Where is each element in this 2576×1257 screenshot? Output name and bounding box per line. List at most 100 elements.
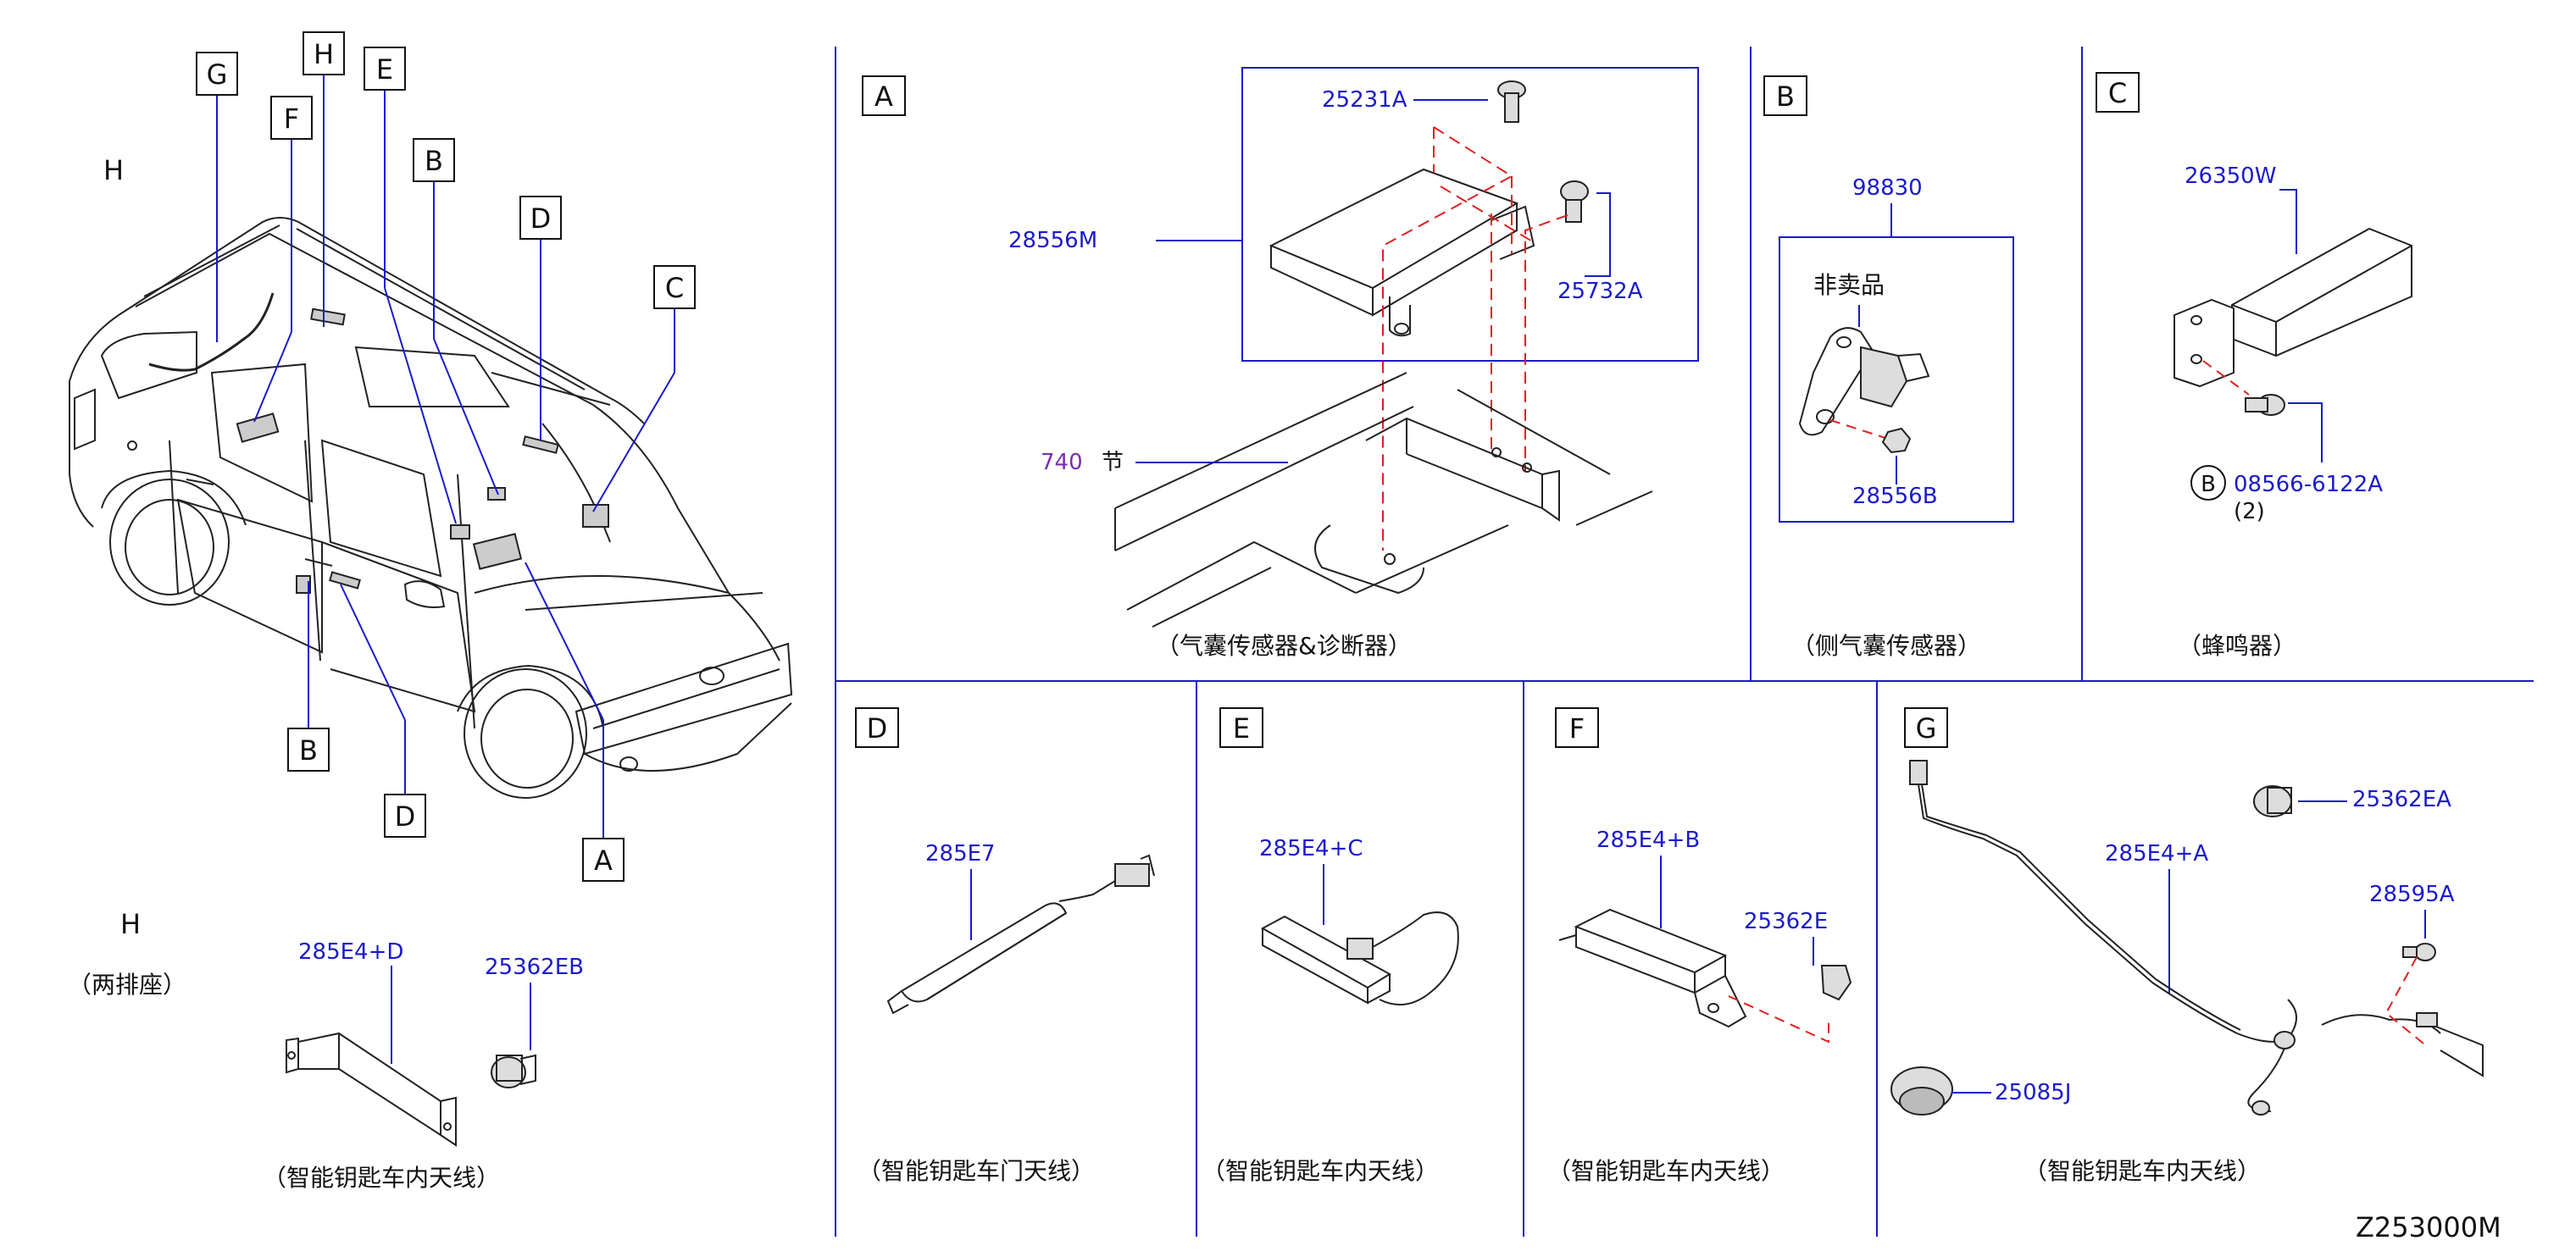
section-g-letter: G: [1916, 712, 1937, 745]
section-f-letter: F: [1569, 712, 1585, 745]
section-f-dashed-line: [1728, 995, 1829, 1044]
overview-callout-lines: [216, 75, 675, 852]
section-b-dashed-line: [1829, 419, 1889, 440]
part-08566-6122a: 08566-6122A: [2234, 472, 2383, 497]
component-markers: [236, 307, 609, 594]
buzzer-illustration: [2174, 227, 2412, 388]
callout-d-bottom: D: [395, 800, 416, 833]
airbag-ecu-illustration: [1269, 168, 1535, 337]
section-c-caption: （蜂鸣器）: [2178, 632, 2296, 660]
part-28556b: 28556B: [1852, 484, 1938, 509]
section-b-letter: B: [1776, 80, 1795, 113]
section-g-letter-box: [1904, 707, 1948, 748]
section-b-letter-box: [1763, 75, 1807, 116]
section-d-caption: （智能钥匙车门天线）: [858, 1157, 1095, 1185]
section-a-caption: （气囊传感器&诊断器）: [1156, 632, 1412, 660]
overview-callout-letters: G H E F B D C B D A: [207, 38, 685, 877]
part-98830: 98830: [1852, 175, 1923, 201]
part-28595a: 28595A: [2369, 882, 2455, 907]
clip-25362eb-illustration: [491, 1054, 536, 1088]
section-c: C 26350W B 08566-6122A (2) （蜂鸣器）: [2096, 72, 2412, 660]
section-b-detail-frame: [1779, 236, 2014, 523]
part-285e4-d: 285E4+D: [298, 939, 403, 965]
circled-ref-b: [2190, 465, 2226, 501]
section-b-caption: （侧气囊传感器）: [1791, 632, 1981, 660]
part-285e7: 285E7: [925, 841, 996, 867]
section-a: A 25231A 28556M 25732A: [862, 67, 1699, 660]
callout-b-top: B: [425, 145, 443, 177]
section-c-letter: C: [2108, 77, 2127, 109]
section-h-caption: （智能钥匙车内天线）: [263, 1164, 500, 1192]
section-a-detail-frame: [1241, 67, 1699, 362]
section-c-dashed-line: [2202, 360, 2250, 396]
grommet-25085j-illustration: [1890, 1066, 1953, 1116]
section-c-qty: (2): [2234, 499, 2265, 524]
section-d-letter-box: [855, 707, 899, 748]
clip-25362e-illustration: [1820, 965, 1852, 1001]
section-a-ref-num: 740: [1041, 450, 1083, 475]
section-e-letter-box: [1219, 707, 1263, 748]
callout-c: C: [665, 272, 684, 304]
bolt-08566-illustration: [2245, 394, 2285, 416]
section-f: F 285E4+B 25362E （智能钥匙车内天线）: [1547, 707, 1852, 1185]
section-a-ref-text: 节: [1102, 450, 1124, 475]
part-285e4-b: 285E4+B: [1596, 828, 1700, 853]
section-h-letter: H: [120, 908, 141, 940]
section-e: E 285E4+C （智能钥匙车内天线）: [1202, 707, 1459, 1185]
callout-b-bottom: B: [299, 734, 318, 767]
section-a-letter-box: [862, 75, 906, 116]
roof-harness-g-illustration: [1909, 760, 2484, 1116]
callout-a: A: [594, 844, 613, 877]
section-g: G 25362EA 285E4+A 28595A: [1890, 707, 2484, 1185]
section-g-dashed-line: [2384, 956, 2424, 1044]
part-25085j: 25085J: [1995, 1080, 2071, 1105]
section-c-letter-box: [2096, 72, 2140, 113]
section-a-letter: A: [874, 80, 893, 113]
vehicle-illustration: [69, 217, 793, 799]
alignment-dashed-lines: [1382, 126, 1568, 551]
part-25231a: 25231A: [1322, 87, 1407, 113]
part-25362eb: 25362EB: [485, 955, 584, 980]
circled-ref-b-letter: B: [2201, 472, 2216, 497]
section-e-caption: （智能钥匙车内天线）: [1202, 1157, 1439, 1185]
antenna-bracket-d-illustration: [286, 1032, 457, 1147]
cabin-antenna-f-illustration: [1558, 908, 1747, 1028]
bolt-25732a-illustration: [1560, 180, 1589, 223]
nut-28556b-illustration: [1881, 427, 1912, 454]
overview-callout-boxes: [196, 31, 696, 882]
section-d: D 285E7 （智能钥匙车门天线）: [855, 707, 1155, 1185]
part-25362ea: 25362EA: [2352, 787, 2451, 812]
callout-f: F: [284, 102, 299, 135]
part-25362e: 25362E: [1744, 909, 1828, 934]
section-e-letter: E: [1233, 712, 1250, 745]
part-28556m: 28556M: [1008, 228, 1097, 253]
cabin-antenna-e-illustration: [1260, 911, 1459, 1005]
section-b: B 98830 非卖品 28556B （侧气囊传感器）: [1763, 75, 2014, 660]
section-g-caption: （智能钥匙车内天线）: [2024, 1157, 2261, 1185]
part-26350w: 26350W: [2185, 163, 2276, 189]
side-airbag-sensor-illustration: [1798, 327, 1930, 436]
part-285e4-c: 285E4+C: [1259, 836, 1363, 861]
overview-panel: H: [69, 31, 793, 882]
diagram-code: Z253000M: [2356, 1211, 2501, 1243]
callout-d-top: D: [530, 202, 552, 235]
bolt-25231a-illustration: [1497, 80, 1526, 123]
callout-e: E: [376, 53, 393, 86]
clip-25362ea-illustration: [2253, 785, 2292, 817]
section-b-not-for-sale: 非卖品: [1813, 271, 1885, 299]
section-h-variant-note: （两排座）: [68, 971, 186, 999]
door-antenna-illustration: [886, 854, 1155, 1015]
section-h-two-row: H （两排座） 285E4+D 25362EB （智能钥匙车内天线）: [68, 908, 584, 1192]
section-d-letter: D: [867, 712, 888, 745]
callout-g: G: [207, 58, 228, 91]
roof-harness-line: [148, 292, 275, 372]
overview-view-label: H: [103, 154, 124, 186]
part-285e4-a: 285E4+A: [2105, 841, 2208, 867]
panel-grid: [835, 47, 2534, 1237]
section-f-letter-box: [1555, 707, 1599, 748]
section-f-caption: （智能钥匙车内天线）: [1547, 1157, 1785, 1185]
floor-panel-illustration: [1114, 372, 1653, 628]
callout-h: H: [314, 38, 334, 70]
screw-28595a-illustration: [2402, 943, 2436, 961]
